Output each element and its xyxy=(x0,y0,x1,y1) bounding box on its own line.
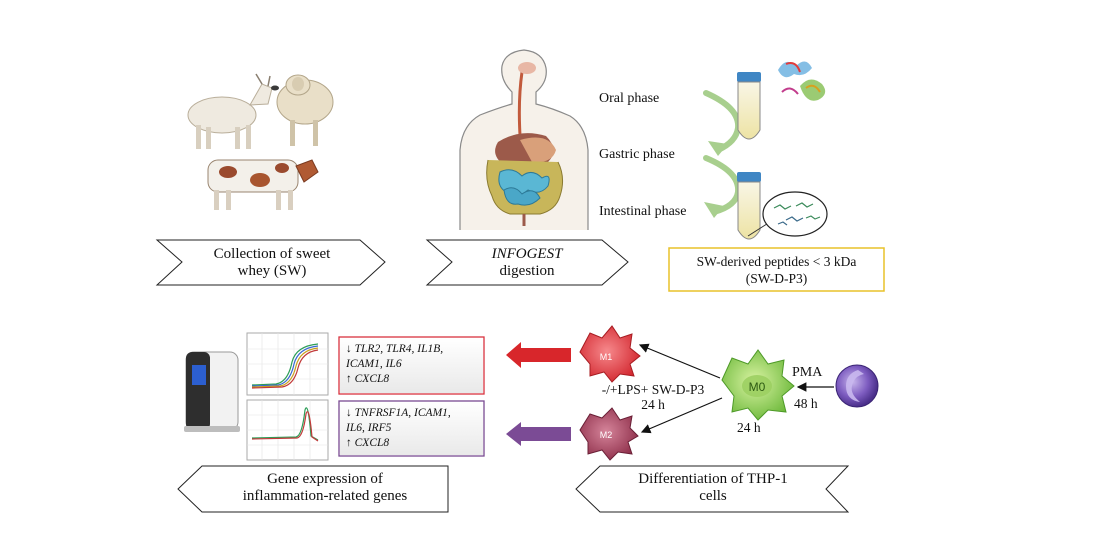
tube-bottom-icon xyxy=(737,172,771,240)
cow-icon xyxy=(207,159,319,210)
intestinal-phase-label: Intestinal phase xyxy=(599,204,687,219)
differentiation-step-label: Differentiation of THP-1 cells xyxy=(600,471,826,505)
up-arrow-icon: ↑ xyxy=(346,373,352,385)
m2-down-genes-2: IL6, IRF5 xyxy=(346,422,392,434)
pma-time-label: 48 h xyxy=(794,396,818,411)
m1-down-genes-2: ICAM1, IL6 xyxy=(346,358,402,370)
differentiation-line2: cells xyxy=(699,488,727,504)
m1-genes-box: ↓ TLR2, TLR4, IL1B, ICAM1, IL6 ↑ CXCL8 xyxy=(340,338,483,393)
m2-cell-label: M2 xyxy=(600,430,613,440)
melt-curve-plot-bottom xyxy=(246,399,329,461)
m1-macrophage-icon xyxy=(579,325,641,383)
protein-structure-icon xyxy=(778,61,826,101)
differentiation-line1: Differentiation of THP-1 xyxy=(638,471,788,487)
amplification-plot-top xyxy=(246,332,329,396)
m2-genes-box: ↓ TNFRSF1A, ICAM1, IL6, IRF5 ↑ CXCL8 xyxy=(340,402,483,455)
m2-macrophage-icon xyxy=(579,407,639,461)
m1-up-genes: CXCL8 xyxy=(354,373,390,385)
gene-expression-line2: inflammation-related genes xyxy=(242,488,408,504)
oral-phase-label: Oral phase xyxy=(599,91,660,106)
peptides-magnified-icon xyxy=(762,191,828,237)
gene-expression-step-label: Gene expression of inflammation-related … xyxy=(202,471,448,505)
gene-expression-line1: Gene expression of xyxy=(267,471,383,487)
peptides-line2: (SW-D-P3) xyxy=(745,271,808,286)
m0-to-m1-arrow xyxy=(638,343,721,379)
collection-line2: whey (SW) xyxy=(237,263,307,279)
m1-cell-label: M1 xyxy=(600,352,613,362)
down-arrow-icon: ↓ xyxy=(346,343,352,355)
m2-up-genes: CXCL8 xyxy=(354,437,390,449)
gastric-phase-label: Gastric phase xyxy=(599,147,675,162)
down-arrow-icon: ↓ xyxy=(346,407,352,419)
digestion-line1: INFOGEST xyxy=(491,246,563,262)
treatment-label: -/+LPS+ SW-D-P3 24 h xyxy=(578,382,728,412)
sheep-icon xyxy=(271,74,334,146)
m1-genes-box-border xyxy=(338,336,485,395)
treatment-text: -/+LPS+ SW-D-P3 xyxy=(601,382,705,397)
m2-genes-box-border xyxy=(338,400,485,457)
peptides-label: SW-derived peptides < 3 kDa (SW-D-P3) xyxy=(669,253,884,287)
digestion-step-shape xyxy=(425,239,629,286)
digestive-system-illustration xyxy=(459,49,589,230)
m0-time-label: 24 h xyxy=(737,420,761,435)
m1-result-arrow xyxy=(506,342,571,368)
peptides-line1: SW-derived peptides < 3 kDa xyxy=(696,254,857,269)
differentiation-step-shape xyxy=(575,465,850,513)
m1-down-genes-1: TLR2, TLR4, IL1B, xyxy=(354,343,444,355)
m2-down-genes-1: TNFRSF1A, ICAM1, xyxy=(354,407,451,419)
m0-to-m2-arrow xyxy=(640,397,723,434)
peptides-box xyxy=(668,247,885,292)
digestion-line2: digestion xyxy=(499,263,555,279)
digestion-step-label: INFOGEST digestion xyxy=(452,246,602,280)
thp1-monocyte-icon xyxy=(835,364,879,408)
phase-arrows xyxy=(703,90,742,218)
gene-expression-step-shape xyxy=(177,465,449,513)
m0-macrophage-icon xyxy=(721,349,795,421)
collection-step-label: Collection of sweet whey (SW) xyxy=(182,246,362,280)
collection-line1: Collection of sweet xyxy=(213,246,331,262)
m2-result-arrow xyxy=(506,422,571,446)
collection-step-shape xyxy=(155,239,386,286)
tube-top-icon xyxy=(737,72,761,140)
up-arrow-icon: ↑ xyxy=(346,437,352,449)
animals-illustration xyxy=(187,73,334,210)
m0-cell-label: M0 xyxy=(749,380,766,394)
pma-label: PMA xyxy=(792,365,823,380)
treatment-time: 24 h xyxy=(641,397,665,412)
qpcr-machine-icon xyxy=(184,351,240,432)
goat-icon xyxy=(187,73,273,149)
